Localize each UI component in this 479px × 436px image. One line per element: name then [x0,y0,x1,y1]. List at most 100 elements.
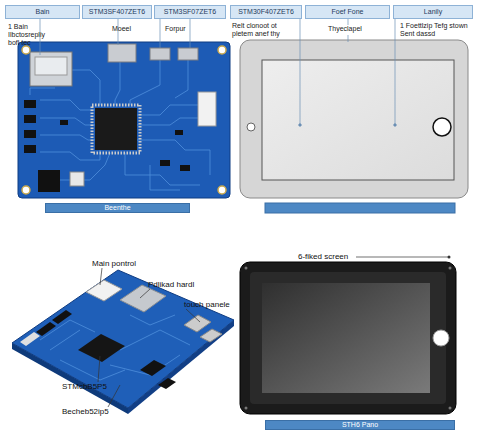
trace [175,60,188,98]
caption-band: Beenthe [45,203,190,213]
leader-line [348,19,349,25]
trace [130,60,160,105]
smd-part [24,130,36,138]
header-band: Lanily [393,5,473,19]
smd-part [24,145,36,153]
smd-part [60,120,68,125]
trace [72,70,100,105]
camera [247,123,255,131]
trace [125,153,200,185]
power-jack [38,170,60,192]
tablet-screen [262,283,430,393]
wifi-module [86,280,122,301]
sd-card-slot [30,52,72,86]
mcu-chip [78,334,125,362]
header-band: STM30F407ZET6 [230,5,302,19]
leader-line [100,268,102,285]
trace [40,135,95,140]
trace [30,88,55,95]
leader-line [395,19,396,125]
component [70,172,84,186]
tablet-bezel [250,272,446,404]
component [52,310,72,324]
trace [120,330,190,350]
callout-label: 1 Bain Ilbctosrepliy bofl tec [8,23,38,47]
pcb-bottom [12,270,234,414]
home-button [433,330,449,346]
leader-line [160,19,161,48]
mounting-hole [218,46,226,54]
screw [245,267,248,270]
usb-port [178,48,198,60]
tablet-frame [240,262,456,414]
leader-dot [448,256,451,259]
trace [40,118,95,125]
trace [40,100,95,110]
usb-port [184,315,211,332]
callout-label: Thyeclapel [328,25,380,33]
trace [60,360,125,380]
band-text: STM3SF07ZET6 [164,8,217,16]
mounting-hole [22,46,30,54]
callout-label: Forpur [165,25,199,33]
band-text: Foef Fone [332,8,364,16]
band-text: Beenthe [104,204,130,212]
band-text: STM3SF407ZET6 [89,8,145,16]
caption-band: STH6 Pano [265,420,455,430]
callout-label: Pdlikad hardl [148,280,218,289]
trace [150,165,180,190]
callout-label: STMcbB5P5 [62,382,122,391]
band-text: STH6 Pano [342,421,378,429]
leader-line [98,356,100,382]
tablet-body [240,40,468,198]
shield-can [120,285,166,312]
tablet-screen [262,60,454,180]
callout-label: touch panele [184,300,254,309]
component [140,360,166,376]
sd-card [35,57,67,75]
tablet-bottom [240,256,456,415]
leader-line [40,19,41,55]
leader-line [186,309,200,322]
callout-label: Relt clonoot ot pletem anef thy [232,22,298,38]
smd-part [175,130,183,135]
pcb-board [12,270,234,408]
trace [137,105,198,115]
pcb-top [18,42,230,198]
callout-label: Main pontrol [92,259,162,268]
band-text: STM30F407ZET6 [238,8,294,16]
smd-part [24,115,36,123]
header-band: STM3SF407ZET6 [82,5,152,19]
trace [130,315,175,325]
component [158,378,176,389]
pin-header [198,92,216,126]
leader-line [348,35,349,42]
leader-line [108,385,120,407]
callout-label: 1 Foettlzip Tefg stown Sent dassd [400,22,475,38]
pcb-board [18,42,230,198]
callout-label: Becheb52ip5 [62,407,132,416]
trace [60,153,110,180]
band-text: Bain [35,8,49,16]
screw [449,407,452,410]
leader-lines [40,19,396,126]
leader-line [190,19,191,48]
screw [449,267,452,270]
mounting-hole [218,186,226,194]
mcu-chip [95,108,137,150]
smd-part [180,165,190,171]
trace [137,118,198,125]
leader-line [300,19,301,125]
trace [115,62,120,105]
caption-band [265,203,455,213]
chip-pins [92,105,140,153]
screw [245,407,248,410]
mounting-hole [22,186,30,194]
component [20,332,40,346]
usb-port [150,48,170,60]
leader-line [140,289,150,298]
usb-port [200,329,222,342]
smd-part [160,160,170,166]
